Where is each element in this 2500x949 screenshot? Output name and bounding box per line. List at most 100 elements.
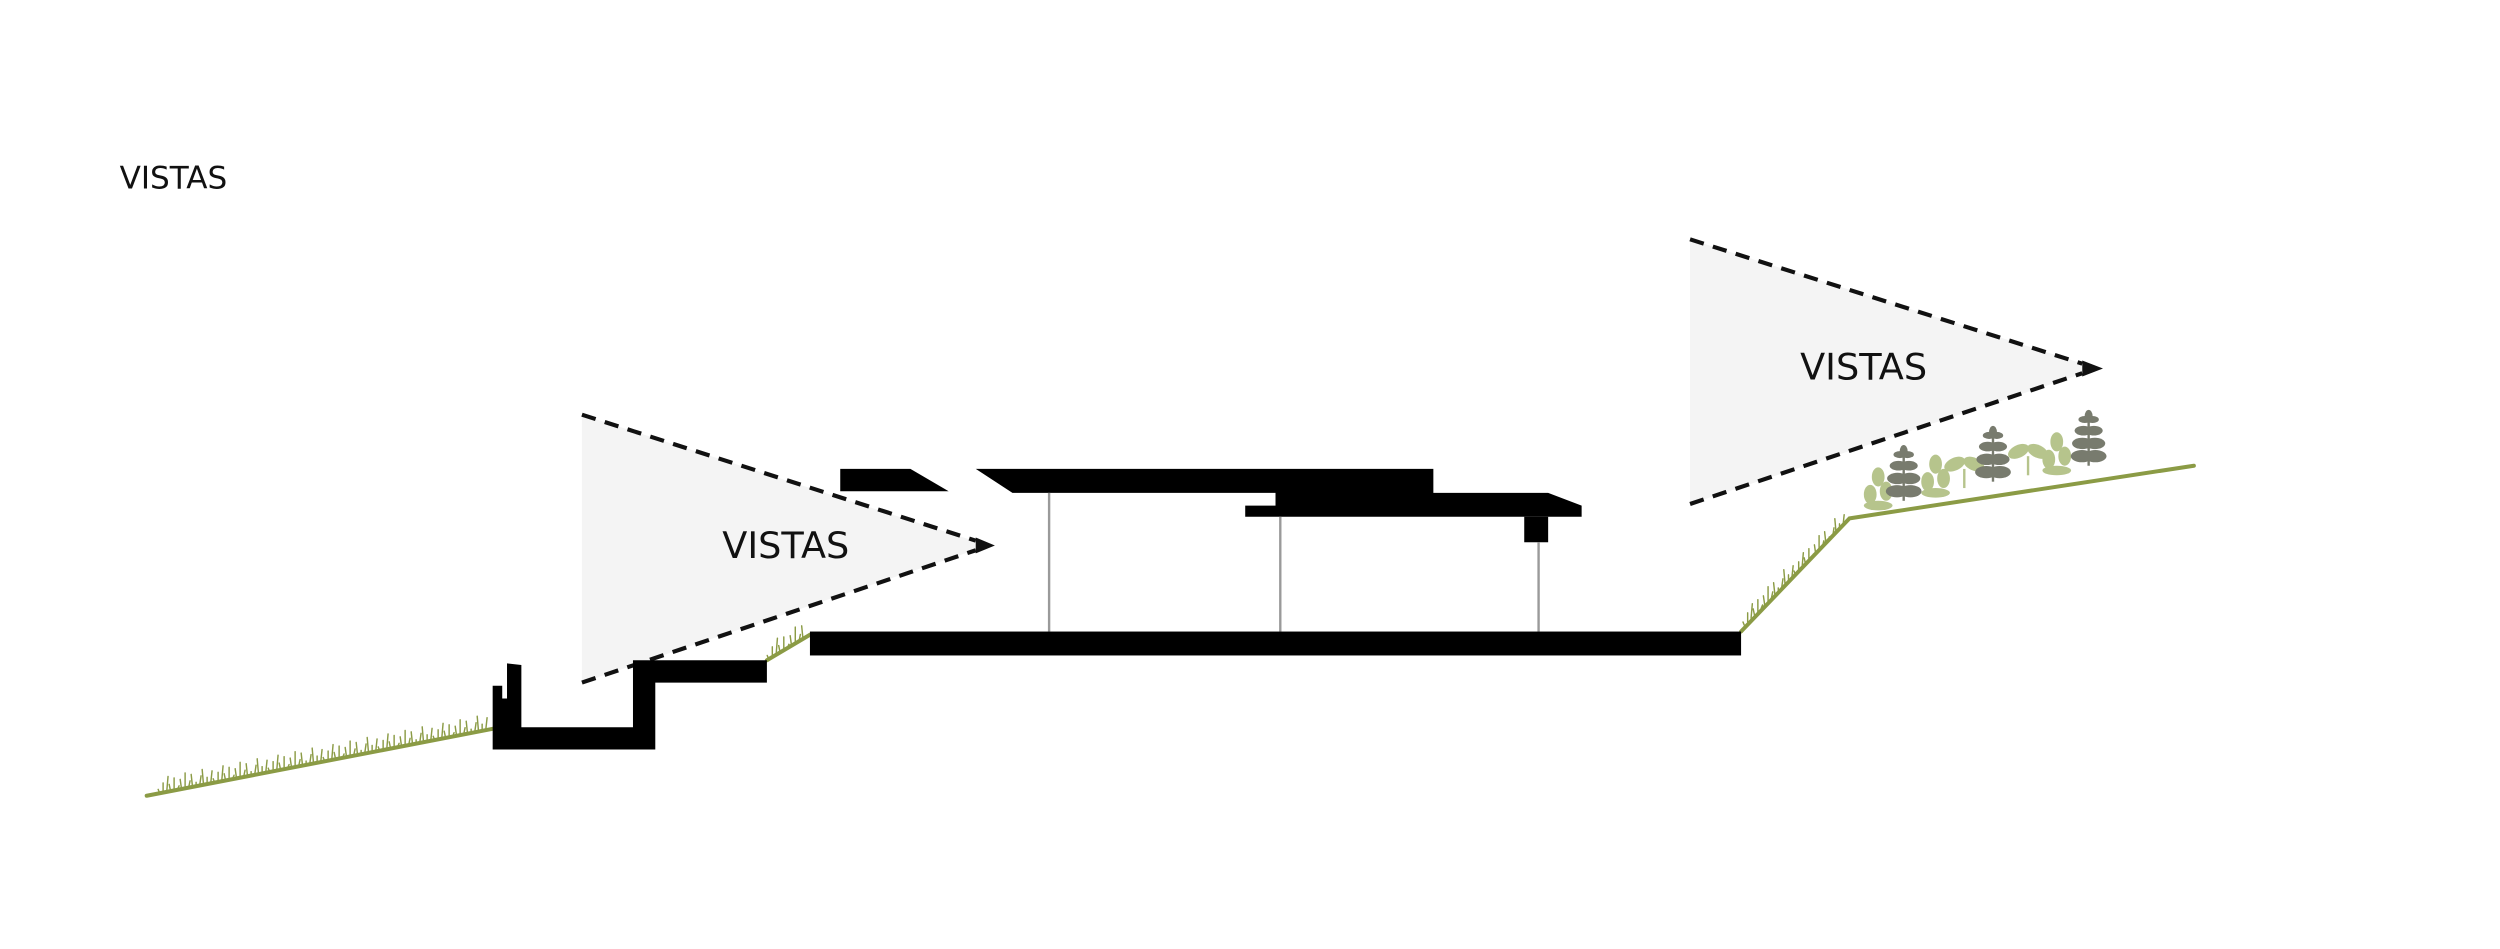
plant-icon	[1863, 467, 1893, 511]
grass-blade	[256, 758, 260, 775]
grass-blade	[342, 753, 345, 758]
grass-blade	[397, 742, 400, 748]
diagram-title: VISTAS	[120, 160, 228, 196]
grass-blade	[408, 737, 411, 746]
grass-blade	[1760, 604, 1764, 609]
house	[809, 468, 1742, 656]
grass-blade	[364, 743, 367, 754]
grass-blade	[221, 765, 224, 782]
beam-block	[1524, 516, 1549, 543]
grass-blade	[1793, 570, 1796, 575]
grass-blade	[1770, 591, 1774, 599]
grass-blade	[1842, 514, 1845, 528]
vista-right-label: VISTAS	[1800, 346, 1927, 389]
grass-blade	[276, 754, 279, 771]
grass-blade	[243, 769, 246, 777]
grass-blade	[1823, 531, 1827, 545]
grass-blade	[223, 773, 227, 781]
grass-blade	[798, 633, 802, 642]
grass-blade	[1811, 553, 1815, 558]
vista-left-arrowhead	[975, 537, 995, 554]
grass-blade	[245, 763, 249, 777]
grass-blade	[311, 747, 315, 764]
grass-blade	[410, 731, 414, 745]
grass-blade	[309, 753, 312, 765]
grass-blade	[1834, 517, 1837, 535]
grass-blade	[179, 778, 183, 790]
terrain	[144, 463, 2196, 798]
grass-blade	[386, 733, 389, 750]
grass-blade	[421, 726, 425, 743]
vista-left-label: VISTAS	[722, 524, 849, 567]
grass-blade	[419, 732, 422, 743]
vista-right: VISTAS	[1689, 237, 2103, 506]
grass-blade	[331, 743, 334, 760]
grass-blade	[399, 736, 403, 747]
retaining-wall	[492, 660, 767, 750]
vista-left: VISTAS	[581, 412, 995, 685]
roof-main	[975, 468, 1582, 517]
grass-blade	[166, 775, 169, 792]
grass-blade	[199, 775, 202, 786]
grass-blade	[278, 762, 282, 770]
vista-right-cone	[1690, 239, 2099, 504]
grass-blade	[289, 757, 293, 768]
grass-blade	[485, 716, 488, 731]
grass-blade	[476, 715, 480, 732]
grass-blade	[1752, 608, 1756, 616]
plant-icon	[1885, 445, 1922, 501]
plant-icon	[2008, 443, 2049, 476]
grass-tufts	[157, 514, 1845, 794]
grass-blade	[463, 726, 466, 735]
grass-blade	[432, 735, 436, 741]
grass-blade	[265, 759, 268, 773]
grass-blade	[375, 738, 378, 752]
grass-blade	[786, 643, 790, 649]
grass-blade	[430, 727, 433, 741]
left-slope	[144, 726, 495, 798]
plant-icon	[1921, 454, 1950, 498]
grass-blade	[201, 768, 205, 785]
grass-blade	[333, 751, 337, 760]
grass-blade	[1742, 621, 1745, 626]
grass-blade	[465, 720, 469, 734]
grass-blade	[443, 730, 447, 739]
grass-blade	[1772, 582, 1776, 596]
vista-left-cone	[581, 414, 989, 683]
grass-blade	[377, 746, 381, 751]
grass-blade	[322, 756, 326, 762]
grass-blade	[267, 767, 271, 773]
plant-icon	[2070, 409, 2107, 466]
grass-blade	[366, 736, 370, 753]
grass-blade	[232, 774, 235, 780]
grass-blade	[254, 764, 257, 775]
grass-blade	[188, 780, 191, 788]
grass-blade	[441, 722, 444, 739]
grass-blade	[177, 785, 180, 790]
vista-left-lower-dash	[581, 548, 977, 685]
grass-blade	[1780, 578, 1784, 589]
grass-blade	[287, 763, 290, 769]
grass-blade	[1762, 595, 1766, 606]
vista-right-upper-dash	[1689, 237, 2083, 366]
grass-blade	[1803, 557, 1807, 565]
grass-blade	[777, 644, 781, 653]
right-slope	[1739, 463, 2196, 634]
grass-blade	[800, 625, 804, 640]
vista-right-lower-dash	[1689, 371, 2083, 506]
grass-blade	[298, 758, 301, 767]
grass-blade	[300, 752, 304, 766]
vista-right-arrowhead	[2082, 360, 2103, 377]
grass-blade	[1750, 602, 1754, 620]
grass-blade	[474, 721, 477, 733]
grass-blade	[766, 654, 770, 660]
grass-blade	[168, 783, 172, 792]
grass-blade	[1791, 565, 1794, 579]
grass-blade	[212, 778, 216, 783]
grass-blade	[452, 731, 455, 737]
grass-blade	[1821, 540, 1825, 548]
grass-blade	[388, 741, 392, 749]
plant-icon	[2042, 432, 2072, 476]
grass-blade	[234, 768, 238, 779]
